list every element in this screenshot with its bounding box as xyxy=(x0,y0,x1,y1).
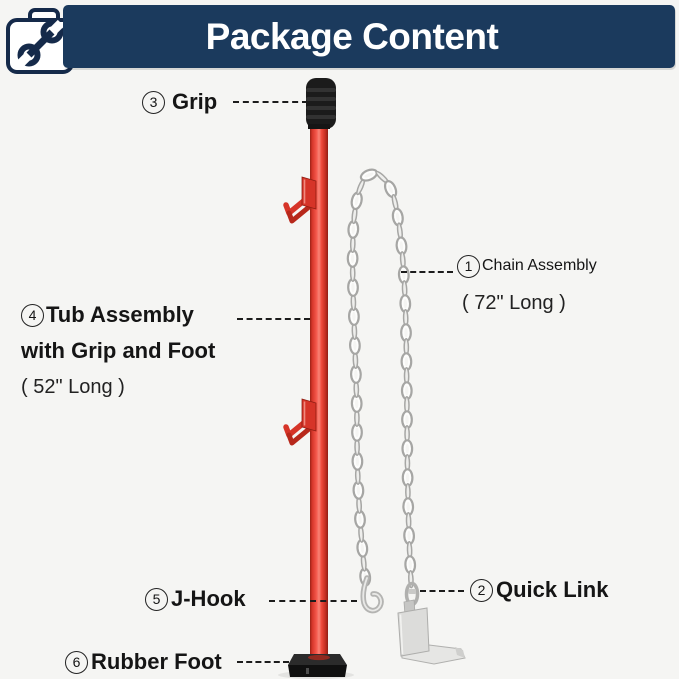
l-bracket xyxy=(397,599,466,665)
label-j-hook: 5 J-Hook xyxy=(145,586,246,612)
label-chain-assembly: 1 Chain Assembly ( 72" Long ) xyxy=(457,251,597,315)
label-grip: 3 Grip xyxy=(142,89,217,115)
rubber-foot xyxy=(278,654,354,679)
label-quick-link: 2 Quick Link xyxy=(470,577,608,603)
label-quick-link-text: Quick Link xyxy=(496,577,609,602)
label-tub-assembly-line1: Tub Assembly xyxy=(46,302,194,327)
j-hook xyxy=(360,575,384,614)
label-rubber-foot: 6 Rubber Foot xyxy=(65,649,222,675)
label-j-hook-text: J-Hook xyxy=(171,586,246,611)
circled-number-tub-assembly: 4 xyxy=(21,303,44,327)
circled-number-rubber-foot: 6 xyxy=(65,650,88,674)
label-tub-assembly: 4 Tub Assembly with Grip and Foot ( 52" … xyxy=(21,297,215,405)
connector-quick-link xyxy=(420,590,464,592)
label-chain-assembly-text: Chain Assembly xyxy=(482,257,597,274)
label-grip-text: Grip xyxy=(172,89,218,114)
label-chain-assembly-size: ( 72" Long ) xyxy=(462,291,566,314)
circled-number-j-hook: 5 xyxy=(145,587,168,611)
grip-handle xyxy=(306,78,336,129)
toolbox-wrench-icon xyxy=(6,8,74,74)
toolbox-icon xyxy=(4,8,76,74)
circled-number-grip: 3 xyxy=(142,90,165,114)
connector-j-hook xyxy=(269,600,357,602)
page-title: Package Content xyxy=(205,15,499,57)
label-rubber-foot-text: Rubber Foot xyxy=(91,649,222,674)
label-tub-assembly-line2: with Grip and Foot xyxy=(21,338,216,363)
circled-number-chain-assembly: 1 xyxy=(457,254,480,278)
label-tub-assembly-size: ( 52" Long ) xyxy=(21,375,125,398)
connector-tub-assembly xyxy=(237,318,310,320)
circled-number-quick-link: 2 xyxy=(470,578,493,602)
header-banner: Package Content xyxy=(63,5,675,68)
chain-assembly xyxy=(346,168,417,589)
connector-rubber-foot xyxy=(237,661,289,663)
connector-grip xyxy=(233,101,308,103)
tub-assembly-pole xyxy=(310,122,328,658)
connector-chain-assembly xyxy=(401,271,453,273)
